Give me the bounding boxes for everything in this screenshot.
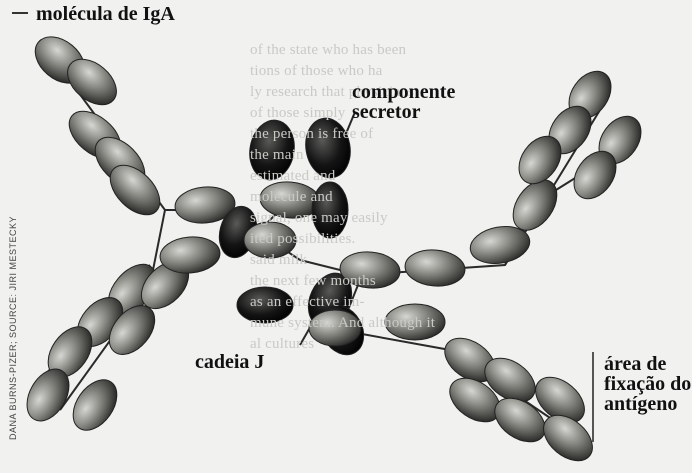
antigen-area-bracket (592, 352, 594, 442)
image-credit: DANA BURNS-PIZER; SOURCE: JIRI MESTECKY (8, 140, 18, 440)
iga-molecule-label: molécula de IgA (36, 4, 175, 24)
pointer-line (12, 12, 28, 14)
j-chain-label: cadeia J (195, 352, 264, 372)
secretory-component-label: componente secretor (352, 82, 502, 122)
immunoglobulin-domain (64, 372, 126, 439)
antigen-binding-area-label: área de fixação do antígeno (604, 354, 692, 414)
